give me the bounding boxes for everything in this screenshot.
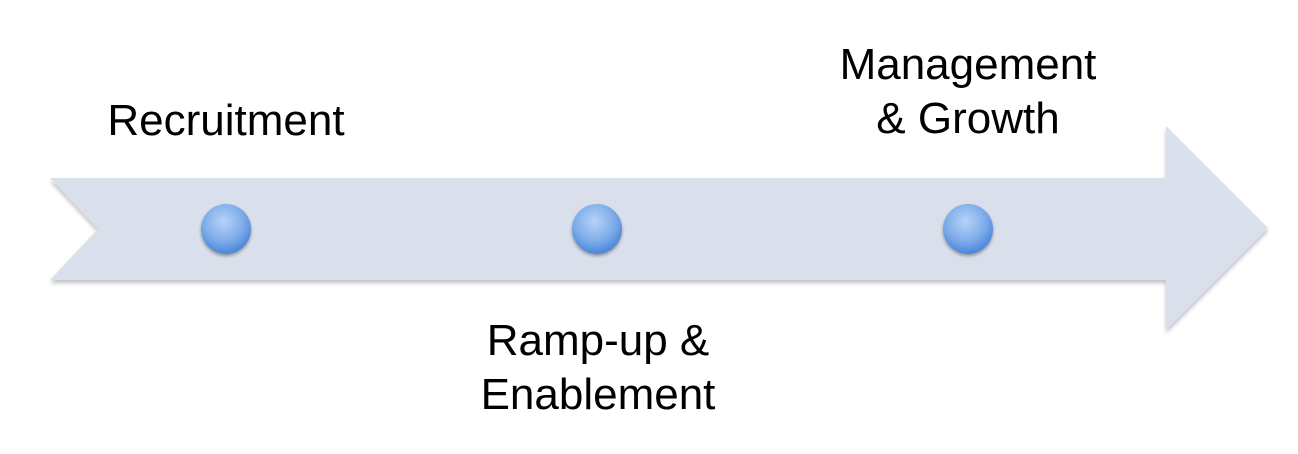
stage-marker-rampup (572, 204, 622, 254)
stage-label-management: Management & Growth (818, 38, 1118, 146)
stage-marker-management (943, 204, 993, 254)
timeline-arrow (50, 126, 1268, 330)
stage-label-recruitment: Recruitment (76, 94, 376, 148)
stage-label-rampup: Ramp-up & Enablement (448, 314, 748, 422)
stage-label-line: Management (839, 40, 1097, 89)
stage-label-line: Enablement (480, 370, 716, 419)
stage-marker-recruitment (201, 204, 251, 254)
stage-label-line: & Growth (876, 94, 1060, 143)
stage-label-line: Ramp-up & (486, 316, 710, 365)
stage-label-line: Recruitment (107, 96, 345, 145)
